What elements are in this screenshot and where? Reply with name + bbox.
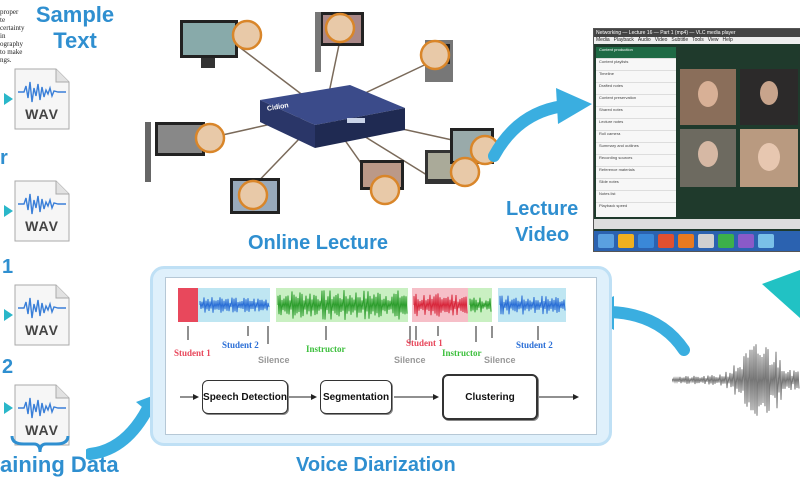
wav-label: WAV bbox=[25, 106, 59, 122]
label-silence: Silence bbox=[394, 355, 426, 365]
label-student-2: Student 2 bbox=[516, 340, 553, 350]
label-student-2: Student 2 bbox=[222, 340, 259, 350]
arrow-icon bbox=[4, 93, 13, 105]
person-avatar bbox=[760, 81, 778, 105]
display-icon bbox=[145, 122, 205, 182]
wav-file-icon: WAV bbox=[14, 180, 70, 242]
snippet-line: ography to make bbox=[0, 40, 23, 56]
arrow-icon bbox=[4, 402, 13, 414]
network-diagram bbox=[145, 12, 501, 214]
menu-item[interactable]: View bbox=[707, 37, 719, 43]
wav-label: WAV bbox=[25, 322, 59, 338]
person-avatar bbox=[698, 141, 718, 167]
diarization-diagram: Student 1 Student 2 Instructor Student 1… bbox=[165, 277, 597, 435]
arrow-icon bbox=[4, 309, 13, 321]
list-item[interactable]: Content playlists bbox=[596, 59, 676, 71]
clustering-box: Clustering bbox=[442, 374, 538, 420]
label-instructor: Instructor bbox=[442, 348, 482, 358]
list-item[interactable]: Content production bbox=[596, 47, 676, 59]
list-item[interactable]: Content preservation bbox=[596, 95, 676, 107]
curly-brace-icon bbox=[10, 435, 70, 453]
menu-item[interactable]: Help bbox=[722, 37, 733, 43]
wav-file-icon: WAV bbox=[14, 284, 70, 346]
snippet-line: proper bbox=[0, 8, 19, 16]
taskbar-icon[interactable] bbox=[738, 234, 754, 248]
label-student-1: Student 1 bbox=[406, 338, 443, 348]
taskbar-icon[interactable] bbox=[658, 234, 674, 248]
label-instructor: Instructor bbox=[306, 344, 346, 354]
menu-item[interactable]: Media bbox=[596, 37, 610, 43]
list-item[interactable]: Slide notes bbox=[596, 179, 676, 191]
sample-text-title: Sample Text bbox=[35, 2, 115, 53]
pipeline-arrows bbox=[180, 394, 579, 400]
diarization-panel: Student 1 Student 2 Instructor Student 1… bbox=[150, 266, 612, 446]
curved-arrow-icon bbox=[488, 88, 592, 162]
content-list: Content production Content playlists Tim… bbox=[596, 47, 676, 217]
taskbar bbox=[594, 231, 800, 251]
file-icon bbox=[14, 284, 70, 346]
wav-label: WAV bbox=[25, 218, 59, 234]
menu-bar: Media Playback Audio Video Subtitle Tool… bbox=[594, 37, 800, 44]
window-title: Networking — Lecture 16 — Part 1 (mp4) —… bbox=[594, 29, 800, 37]
segment-pointers bbox=[187, 326, 539, 344]
menu-item[interactable]: Video bbox=[654, 37, 668, 43]
list-item[interactable]: Shared notes bbox=[596, 107, 676, 119]
menu-item[interactable]: Playback bbox=[613, 37, 634, 43]
taskbar-icon[interactable] bbox=[618, 234, 634, 248]
segmentation-box: Segmentation bbox=[320, 380, 392, 414]
audio-segments bbox=[178, 288, 566, 322]
sample-text-snippet: proper te certainty in ography to make n… bbox=[0, 8, 28, 64]
list-item[interactable]: Notes list bbox=[596, 191, 676, 203]
list-item[interactable]: Roll camera bbox=[596, 131, 676, 143]
taskbar-icon[interactable] bbox=[698, 234, 714, 248]
speech-detection-box: Speech Detection bbox=[202, 380, 288, 414]
file-icon bbox=[14, 180, 70, 242]
label-silence: Silence bbox=[484, 355, 516, 365]
person-avatar bbox=[758, 143, 780, 171]
server-device-icon bbox=[260, 85, 405, 148]
voice-diarization-title: Voice Diarization bbox=[296, 454, 456, 476]
file-icon bbox=[14, 384, 70, 446]
taskbar-icon[interactable] bbox=[638, 234, 654, 248]
list-item[interactable]: Drafted notes bbox=[596, 83, 676, 95]
list-item[interactable]: Summary and outlines bbox=[596, 143, 676, 155]
snippet-line: ngs. bbox=[0, 56, 12, 64]
menu-item[interactable]: Audio bbox=[637, 37, 651, 43]
teal-arrow-icon bbox=[762, 270, 800, 318]
label-student-1: Student 1 bbox=[174, 348, 211, 358]
taskbar-icon[interactable] bbox=[598, 234, 614, 248]
arrow-icon bbox=[4, 205, 13, 217]
list-item[interactable]: Timeline bbox=[596, 71, 676, 83]
wav-label: WAV bbox=[25, 422, 59, 438]
row-label: 2 bbox=[2, 356, 14, 378]
row-label: 1 bbox=[2, 256, 14, 278]
video-player-window: Networking — Lecture 16 — Part 1 (mp4) —… bbox=[593, 28, 800, 252]
menu-item[interactable]: Subtitle bbox=[671, 37, 689, 43]
file-icon bbox=[14, 68, 70, 130]
list-item[interactable]: Reference materials bbox=[596, 167, 676, 179]
online-lecture-label: Online Lecture bbox=[248, 232, 389, 254]
label-silence: Silence bbox=[258, 355, 290, 365]
wav-file-icon: WAV bbox=[14, 384, 70, 446]
list-item[interactable]: Playback speed bbox=[599, 203, 628, 208]
lecture-video-label: Lecture Video bbox=[506, 198, 579, 246]
menu-item[interactable]: Tools bbox=[692, 37, 704, 43]
person-avatar bbox=[698, 81, 718, 107]
taskbar-icon[interactable] bbox=[718, 234, 734, 248]
waveform-icon bbox=[672, 344, 800, 416]
player-controls bbox=[594, 219, 800, 229]
taskbar-icon[interactable] bbox=[678, 234, 694, 248]
taskbar-icon[interactable] bbox=[758, 234, 774, 248]
snippet-line: te certainty in bbox=[0, 16, 25, 40]
list-item[interactable]: Lecture notes bbox=[596, 119, 676, 131]
list-item[interactable]: Recording sources bbox=[596, 155, 676, 167]
segment-student1 bbox=[178, 288, 198, 322]
display-icon bbox=[180, 20, 238, 68]
wav-file-icon: WAV bbox=[14, 68, 70, 130]
row-label: r bbox=[0, 147, 8, 169]
